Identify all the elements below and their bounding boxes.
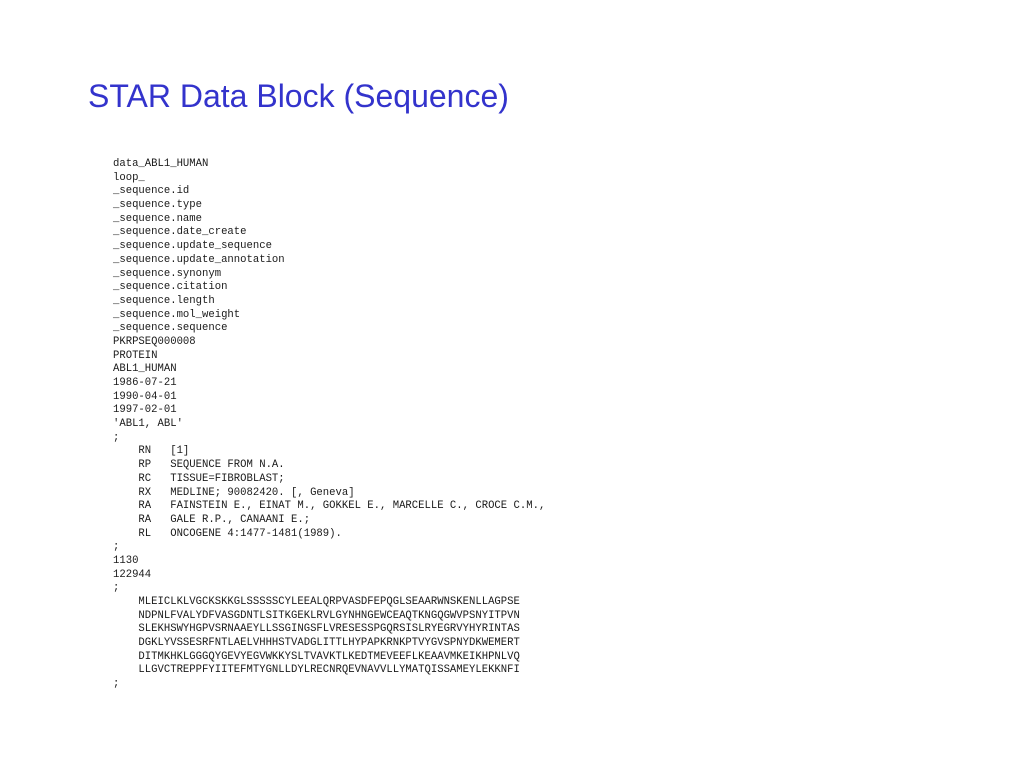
star-line: _sequence.type bbox=[113, 199, 203, 212]
star-line: MLEICLKLVGCKSKKGLSSSSSCYLEEALQRPVASDFEPQ… bbox=[113, 596, 520, 608]
star-line: ; bbox=[113, 582, 120, 595]
star-line: DGKLYVSSESRFNTLAELVHHHSTVADGLITTLHYPAPKR… bbox=[113, 637, 520, 650]
star-data-block: data_ABL1_HUMAN loop_ _sequence.id _sequ… bbox=[113, 158, 545, 692]
star-line: _sequence.mol_weight bbox=[113, 308, 241, 321]
star-line: RX MEDLINE; 90082420. [, Geneva] bbox=[113, 486, 355, 499]
star-line: RA GALE R.P., CANAANI E.; bbox=[113, 513, 311, 526]
star-line: _sequence.update_sequence bbox=[113, 240, 272, 253]
star-line: _sequence.citation bbox=[113, 281, 228, 294]
slide-title: STAR Data Block (Sequence) bbox=[88, 78, 509, 114]
star-line: 1997-02-01 bbox=[113, 404, 177, 417]
star-line: _sequence.id bbox=[113, 185, 190, 198]
star-line: _sequence.sequence bbox=[113, 322, 228, 335]
star-line: RP SEQUENCE FROM N.A. bbox=[113, 459, 285, 472]
star-line: 'ABL1, ABL' bbox=[113, 418, 183, 431]
star-line: ; bbox=[113, 431, 120, 444]
star-line: LLGVCTREPPFYIITEFMTYGNLLDYLRECNRQEVNAVVL… bbox=[113, 664, 520, 677]
star-line: PKRPSEQ000008 bbox=[113, 335, 196, 348]
star-line: 1986-07-21 bbox=[113, 377, 177, 389]
star-line: RC TISSUE=FIBROBLAST; bbox=[113, 472, 285, 485]
star-line: SLEKHSWYHGPVSRNAAEYLLSSGINGSFLVRESESSPGQ… bbox=[113, 623, 520, 636]
star-line: ; bbox=[113, 541, 120, 554]
star-line: 1990-04-01 bbox=[113, 390, 177, 403]
star-line: _sequence.update_annotation bbox=[113, 253, 285, 266]
star-line: data_ABL1_HUMAN bbox=[113, 158, 209, 170]
star-line: _sequence.date_create bbox=[113, 226, 247, 239]
star-line: _sequence.synonym bbox=[113, 267, 222, 280]
star-line: ; bbox=[113, 678, 120, 691]
star-line: _sequence.name bbox=[113, 212, 203, 225]
star-line: RL ONCOGENE 4:1477-1481(1989). bbox=[113, 527, 342, 540]
star-line: RA FAINSTEIN E., EINAT M., GOKKEL E., MA… bbox=[113, 500, 546, 513]
star-line: 1130 bbox=[113, 554, 139, 567]
star-line: PROTEIN bbox=[113, 349, 158, 362]
star-line: RN [1] bbox=[113, 445, 190, 458]
star-line: loop_ bbox=[113, 171, 145, 184]
star-line: ABL1_HUMAN bbox=[113, 363, 177, 376]
star-line: DITMKHKLGGGQYGEVYEGVWKKYSLTVAVKTLKEDTMEV… bbox=[113, 650, 520, 663]
star-line: NDPNLFVALYDFVASGDNTLSITKGEKLRVLGYNHNGEWC… bbox=[113, 609, 520, 622]
star-line: _sequence.length bbox=[113, 294, 215, 307]
star-line: 122944 bbox=[113, 568, 152, 581]
